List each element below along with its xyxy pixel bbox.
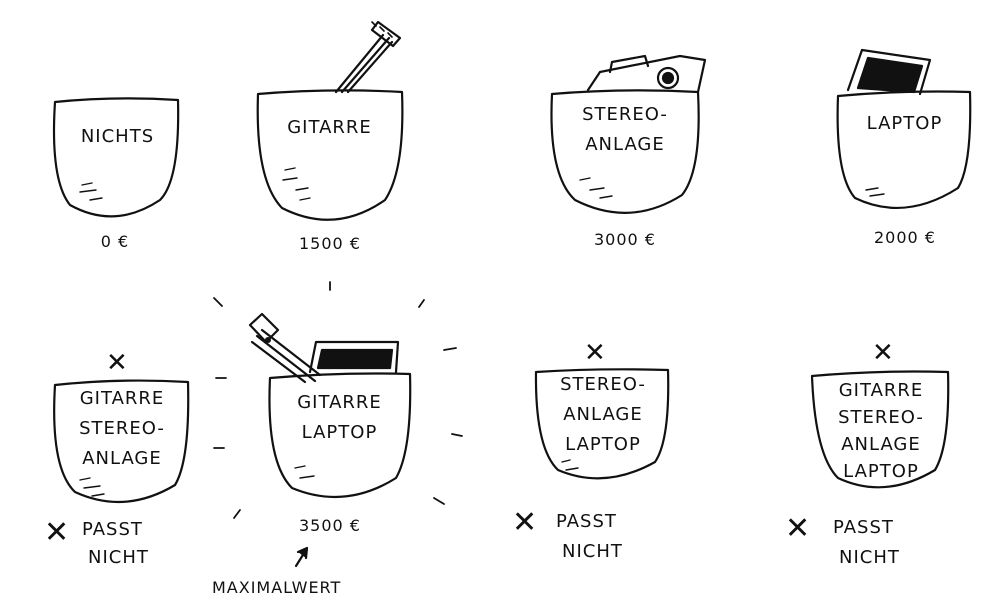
cross-icon: ✕: [872, 338, 894, 368]
pocket-label-laptop: LAPTOP: [842, 109, 967, 139]
verdict-line: PASST: [82, 519, 143, 540]
pocket-gitarre: [256, 20, 404, 221]
price-gitarre-laptop: 3500 €: [299, 516, 361, 535]
pocket-label-line: ANLAGE: [563, 404, 643, 425]
cross-icon: ✕: [44, 515, 71, 550]
pocket-nichts: [52, 97, 180, 218]
laptop-icon: [846, 48, 932, 96]
cross-icon: ✕: [512, 505, 539, 540]
pocket-label-line: STEREO-: [79, 418, 165, 439]
pocket-label-line: LAPTOP: [843, 461, 919, 482]
pocket-label-line: LAPTOP: [301, 422, 378, 443]
pocket-label-line: ANLAGE: [841, 434, 921, 455]
pocket-laptop: [836, 48, 972, 209]
verdict-stereo-laptop: ✕ PASST NICHT: [512, 508, 672, 568]
pocket-gitarre-laptop: [213, 281, 463, 519]
pocket-label-line: GITARRE: [79, 388, 165, 409]
pocket-label-line: ANLAGE: [585, 134, 665, 155]
pocket-label-gitarre-stereo: GITARRE STEREO- ANLAGE: [58, 384, 186, 474]
pocket-label-line: GITARRE: [297, 392, 382, 413]
pocket-label-line: STEREO-: [838, 407, 924, 428]
pocket-label-gitarre-laptop: GITARRE LAPTOP: [272, 388, 407, 448]
pocket-label-all: GITARRE STEREO- ANLAGE LAPTOP: [815, 377, 947, 485]
verdict-line: PASST: [556, 511, 617, 532]
pocket-gitarre-stereo: [53, 379, 190, 504]
laptop-icon: [308, 340, 400, 374]
cross-icon: ✕: [106, 348, 128, 378]
pocket-label-line: STEREO-: [582, 104, 668, 125]
highlight-rays: [213, 281, 463, 519]
max-value-label: MAXIMALWERT: [212, 578, 342, 597]
verdict-line: NICHT: [562, 541, 623, 562]
pocket-label-line: STEREO-: [560, 374, 646, 395]
pocket-label-line: GITARRE: [287, 117, 372, 138]
pocket-label-gitarre: GITARRE: [262, 113, 397, 143]
pocket-label-nichts: NICHTS: [60, 122, 175, 152]
pocket-stereo: [550, 54, 707, 214]
price-stereo: 3000 €: [594, 230, 656, 249]
guitar-icon: [334, 20, 402, 94]
cross-icon: ✕: [584, 338, 606, 368]
verdict-all: ✕ PASST NICHT: [785, 514, 945, 574]
pocket-label-stereo-laptop: STEREO- ANLAGE LAPTOP: [538, 370, 668, 460]
pocket-stereo-laptop: [534, 368, 670, 480]
stereo-icon: [586, 54, 707, 94]
price-laptop: 2000 €: [874, 228, 936, 247]
cross-icon: ✕: [785, 511, 812, 546]
verdict-line: NICHT: [839, 547, 900, 568]
arrow-up-icon: [294, 546, 309, 568]
verdict-line: NICHT: [88, 547, 149, 568]
pocket-label-line: LAPTOP: [565, 434, 641, 455]
pocket-label-line: NICHTS: [80, 126, 155, 147]
pocket-all: [810, 370, 950, 489]
verdict-gitarre-stereo: ✕ PASST NICHT: [44, 516, 194, 576]
verdict-line: PASST: [833, 517, 894, 538]
pocket-label-line: GITARRE: [838, 380, 924, 401]
price-gitarre: 1500 €: [299, 234, 361, 253]
pocket-label-line: ANLAGE: [82, 448, 162, 469]
pocket-label-line: LAPTOP: [866, 113, 943, 134]
price-nichts: 0 €: [100, 232, 130, 251]
pocket-label-stereo: STEREO- ANLAGE: [555, 100, 695, 160]
